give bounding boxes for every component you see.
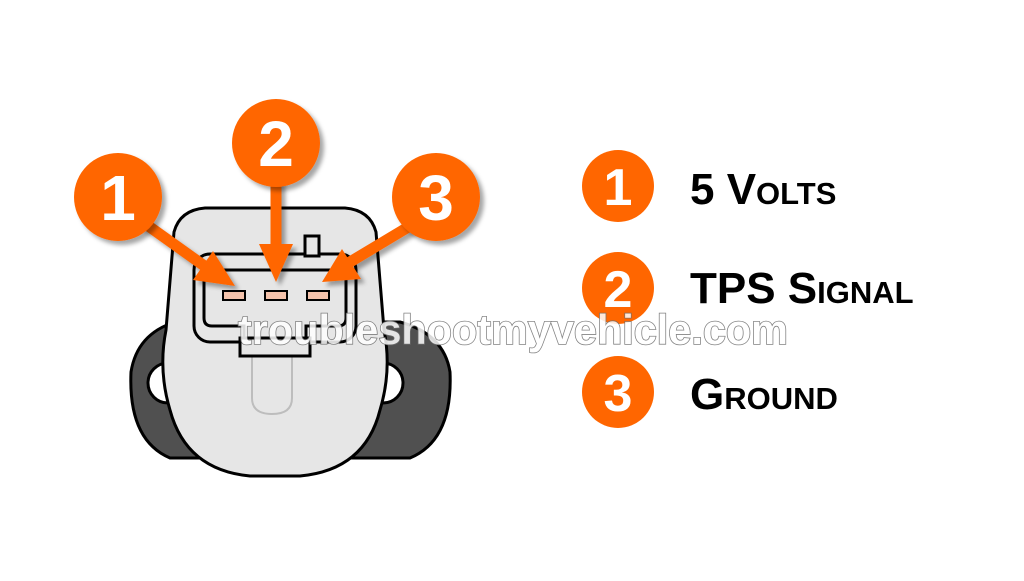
legend-item-2-number: 2	[604, 261, 633, 319]
terminal-pin-3	[306, 290, 330, 301]
diagram-callout-1-number: 1	[100, 162, 136, 234]
diagram-callout-2: 2	[232, 99, 320, 187]
terminal-pin-1	[222, 290, 246, 301]
terminal-pin-2	[264, 290, 288, 301]
site-watermark: troubleshootmyvehicle.com	[238, 306, 788, 353]
numbered-circle-icon	[582, 150, 654, 222]
connector-lock-tab	[303, 234, 321, 258]
numbered-circle-icon	[582, 252, 654, 324]
legend-item-1: 1 5 Volts	[582, 150, 836, 222]
connector-key	[238, 336, 312, 358]
numbered-circle-icon	[582, 356, 654, 428]
legend-item-2-label: TPS Signal	[690, 264, 914, 313]
legend-item-2: 2 TPS Signal	[582, 252, 914, 324]
legend-item-3-number: 3	[604, 365, 633, 423]
diagram-callout-2-number: 2	[258, 108, 294, 180]
legend-item-3-label: Ground	[690, 370, 838, 419]
diagram-callout-3: 3	[392, 153, 480, 241]
diagram-callout-3-number: 3	[418, 162, 454, 234]
legend-item-3: 3 Ground	[582, 356, 838, 428]
sensor-rotor-bump	[251, 356, 293, 416]
legend-item-1-label: 5 Volts	[690, 165, 836, 214]
callout-arrow-1	[134, 214, 235, 286]
numbered-circle-icon	[232, 99, 320, 187]
throttle-position-sensor-icon	[129, 206, 452, 478]
numbered-circle-icon	[74, 153, 162, 241]
diagram-callout-circles: 1 2 3	[74, 99, 480, 241]
legend-item-1-number: 1	[604, 159, 633, 217]
diagram-callout-1: 1	[74, 153, 162, 241]
numbered-circle-icon	[392, 153, 480, 241]
pinout-legend: 1 5 Volts 2 TPS Signal 3 Ground	[582, 150, 914, 428]
